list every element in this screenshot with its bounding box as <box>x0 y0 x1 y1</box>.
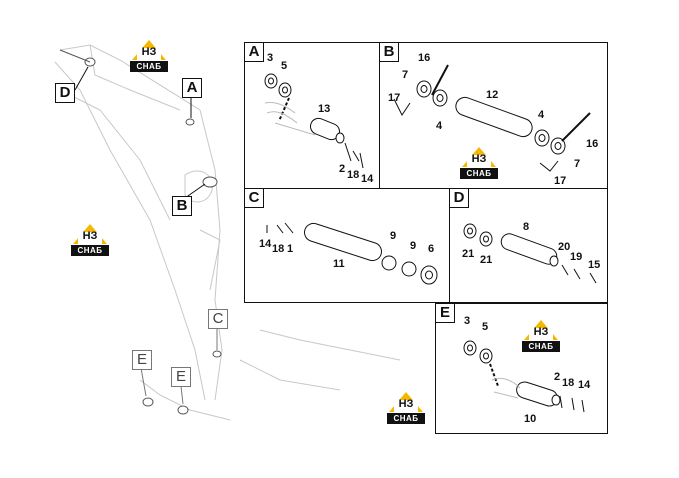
callout-b[interactable]: B <box>172 196 192 216</box>
panel-label-d: D <box>450 189 469 208</box>
panel-b-parts-drawing <box>393 64 591 172</box>
panel-c-parts-drawing <box>266 222 438 285</box>
part-number-label: 5 <box>482 321 489 333</box>
part-number-label: 13 <box>318 103 331 115</box>
detail-panel-a: A 3 5 13 2 18 14 <box>244 42 381 190</box>
callout-a[interactable]: A <box>182 78 202 98</box>
panel-label-a: A <box>245 43 264 62</box>
part-number-label: 16 <box>418 52 431 64</box>
part-number-label: 17 <box>388 92 401 104</box>
logo-text: СНАБ <box>460 168 498 179</box>
callout-d[interactable]: D <box>55 83 75 103</box>
part-number-label: 2 <box>554 371 561 383</box>
logo-text: СНАБ <box>387 413 425 424</box>
part-number-label: 17 <box>554 175 567 187</box>
logo-mark: НЗ <box>141 46 157 58</box>
part-number-label: 9 <box>390 230 397 242</box>
part-number-label: 20 <box>558 241 571 253</box>
part-number-label: 18 <box>347 169 360 181</box>
house-icon <box>524 320 558 340</box>
part-number-label: 3 <box>464 315 471 327</box>
part-number-label: 14 <box>361 173 374 185</box>
part-number-label: 4 <box>538 109 545 121</box>
panel-label-b: B <box>380 43 399 62</box>
logo-mark: НЗ <box>82 230 98 242</box>
part-number-label: 1 <box>287 243 294 255</box>
house-icon <box>73 224 107 244</box>
detail-panel-d: D 8 21 21 20 19 15 <box>449 188 608 303</box>
panel-a-parts-drawing <box>264 73 364 169</box>
part-number-label: 5 <box>281 60 288 72</box>
part-number-label: 15 <box>588 259 601 271</box>
brand-logo: НЗ СНАБ <box>460 145 498 179</box>
part-number-label: 21 <box>462 248 475 260</box>
part-number-label: 12 <box>486 89 499 101</box>
callout-e-2[interactable]: E <box>171 367 191 387</box>
logo-mark: НЗ <box>533 326 549 338</box>
part-number-label: 7 <box>574 158 581 170</box>
panel-d-parts-drawing <box>463 223 597 284</box>
part-number-label: 18 <box>272 243 285 255</box>
brand-logo: НЗ СНАБ <box>71 222 109 256</box>
logo-mark: НЗ <box>398 398 414 410</box>
part-number-label: 21 <box>480 254 493 266</box>
part-number-label: 8 <box>523 221 530 233</box>
part-number-label: 2 <box>339 163 346 175</box>
logo-mark: НЗ <box>471 153 487 165</box>
logo-text: СНАБ <box>522 341 560 352</box>
callout-leaders <box>74 66 218 405</box>
logo-text: СНАБ <box>130 61 168 72</box>
part-number-label: 11 <box>333 258 345 270</box>
part-number-label: 4 <box>436 120 443 132</box>
callout-e-1[interactable]: E <box>132 350 152 370</box>
house-icon <box>389 392 423 412</box>
part-number-label: 9 <box>410 240 417 252</box>
part-number-label: 14 <box>578 379 591 391</box>
house-icon <box>462 147 496 167</box>
detail-panel-e: E 3 5 2 18 14 10 <box>435 303 608 434</box>
part-number-label: 3 <box>267 52 274 64</box>
part-number-label: 6 <box>428 243 435 255</box>
part-number-label: 7 <box>402 69 409 81</box>
brand-logo: НЗ СНАБ <box>522 318 560 352</box>
brand-logo: НЗ СНАБ <box>130 38 168 72</box>
house-icon <box>132 40 166 60</box>
logo-text: СНАБ <box>71 245 109 256</box>
panel-e-parts-drawing <box>463 340 585 413</box>
detail-panel-c: C 14 18 1 11 9 9 6 <box>244 188 450 303</box>
brand-logo: НЗ СНАБ <box>387 390 425 424</box>
part-number-label: 19 <box>570 251 583 263</box>
panel-label-e: E <box>436 304 455 323</box>
part-number-label: 16 <box>586 138 599 150</box>
overview-pins <box>59 49 222 415</box>
callout-c[interactable]: C <box>208 309 228 329</box>
part-number-label: 10 <box>524 413 537 425</box>
part-number-label: 14 <box>259 238 272 250</box>
panel-label-c: C <box>245 189 264 208</box>
part-number-label: 18 <box>562 377 575 389</box>
